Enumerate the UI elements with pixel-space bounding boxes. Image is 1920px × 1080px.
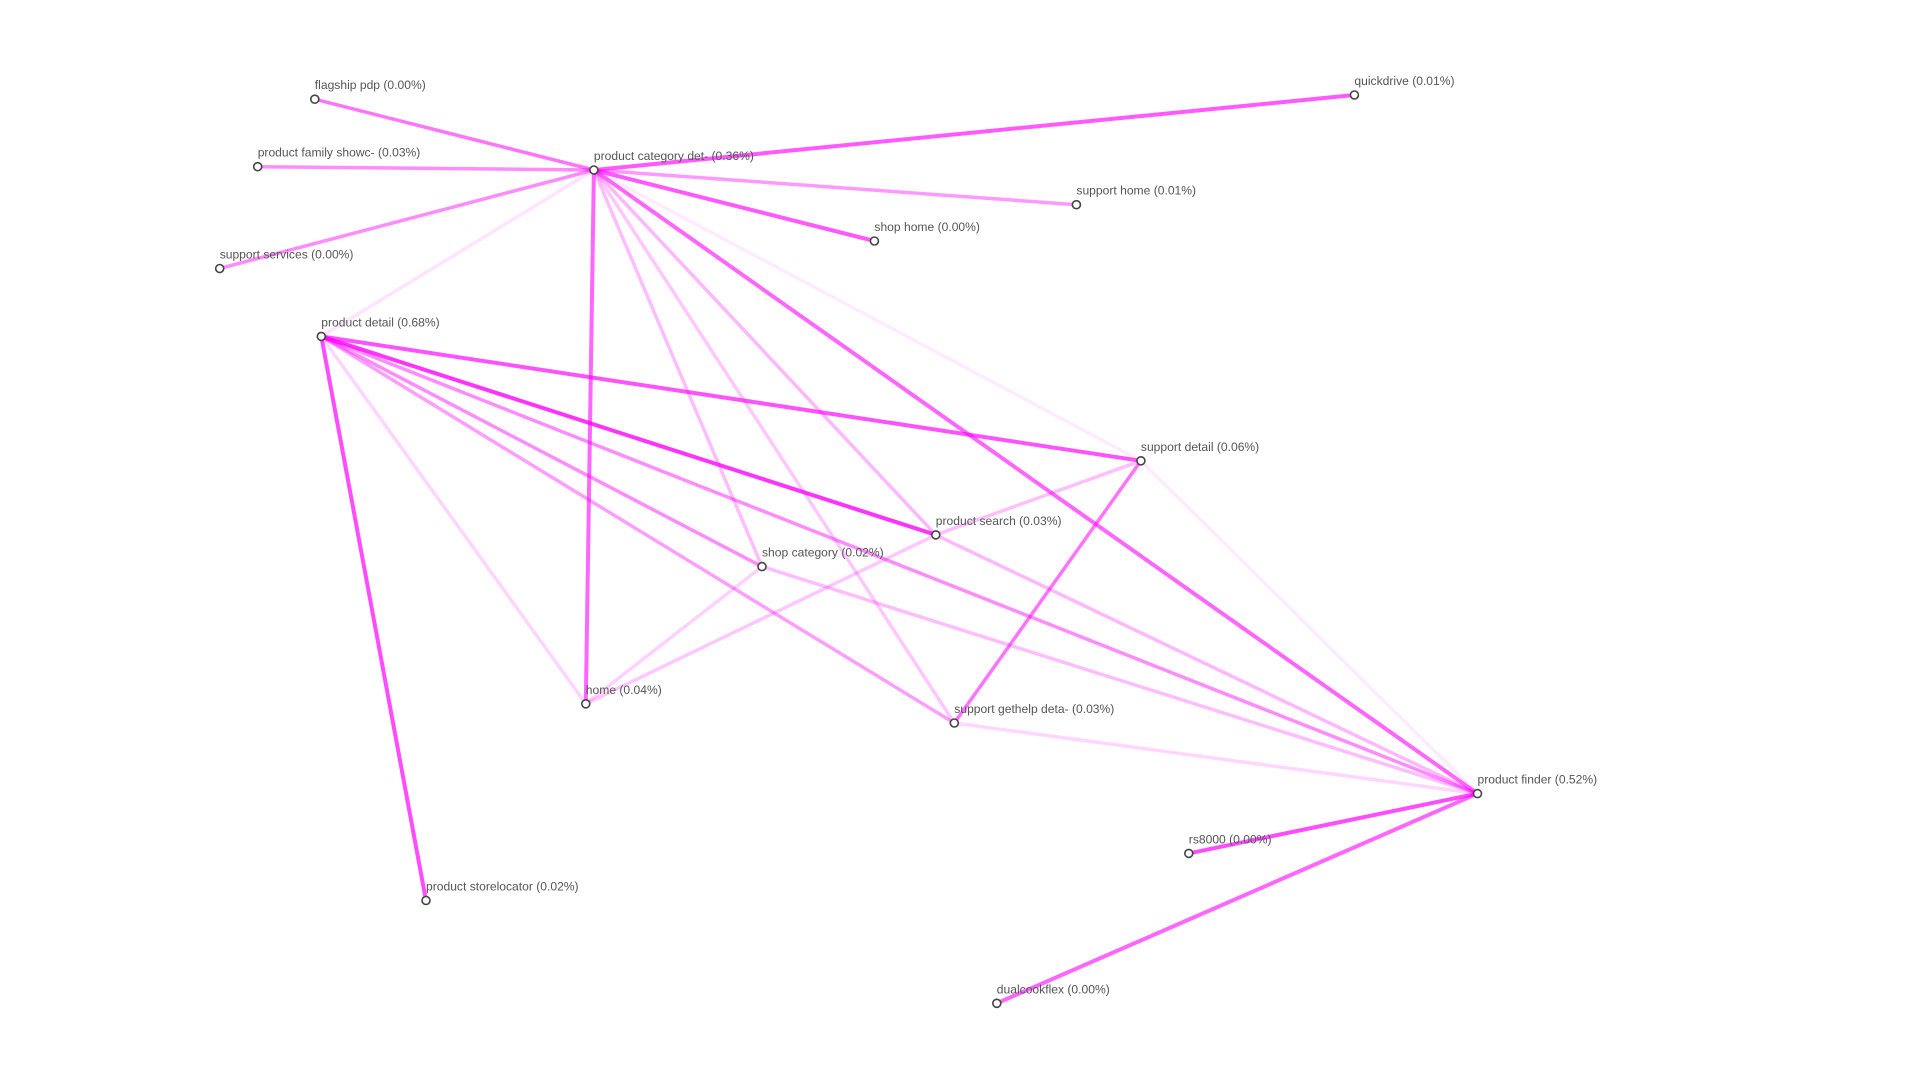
svg-text:quickdrive (0.01%): quickdrive (0.01%) [1354, 74, 1454, 88]
svg-text:flagship pdp (0.00%): flagship pdp (0.00%) [315, 78, 426, 92]
svg-text:home (0.04%): home (0.04%) [586, 683, 662, 697]
svg-text:product detail (0.68%): product detail (0.68%) [321, 315, 439, 329]
svg-text:product storelocator (0.02%): product storelocator (0.02%) [426, 880, 579, 894]
svg-text:support home (0.01%): support home (0.01%) [1076, 184, 1196, 198]
svg-text:support gethelp deta- (0.03%): support gethelp deta- (0.03%) [954, 702, 1114, 716]
svg-text:support detail (0.06%): support detail (0.06%) [1141, 440, 1259, 454]
svg-text:support services (0.00%): support services (0.00%) [220, 248, 354, 262]
svg-text:product category det- (0.36%): product category det- (0.36%) [594, 149, 754, 163]
svg-text:shop category (0.02%): shop category (0.02%) [762, 546, 884, 560]
svg-text:dualcookflex (0.00%): dualcookflex (0.00%) [997, 982, 1110, 996]
svg-text:product search (0.03%): product search (0.03%) [936, 514, 1062, 528]
svg-text:product family showc- (0.03%): product family showc- (0.03%) [258, 146, 421, 160]
svg-text:shop home (0.00%): shop home (0.00%) [874, 220, 980, 234]
svg-text:rs8000 (0.00%): rs8000 (0.00%) [1189, 832, 1272, 846]
svg-text:product finder (0.52%): product finder (0.52%) [1478, 773, 1598, 787]
